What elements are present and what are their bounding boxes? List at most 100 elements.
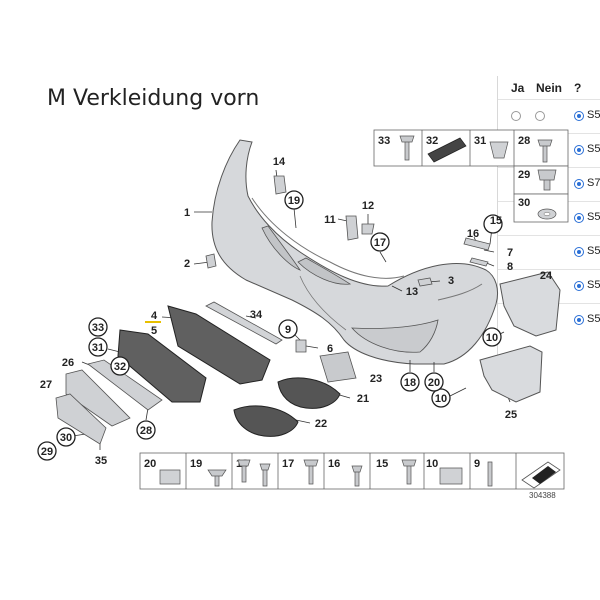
side-bracket[interactable] [479,345,543,403]
label-part-22: 22 [315,418,327,430]
radio-option-selected[interactable] [574,111,584,121]
option-row: S5 [498,269,600,304]
box-label-28: 28 [518,135,530,147]
label-part-34: 34 [250,309,263,321]
label-part-6: 6 [327,343,333,355]
label-part-24: 24 [540,270,553,282]
expansion-rivet-icon [207,469,227,487]
label-part-33: 33 [92,322,104,334]
lower-grille[interactable] [167,305,271,385]
fog-grille[interactable] [277,377,341,409]
trim-strip[interactable] [205,301,283,345]
clip-icon [489,141,509,159]
nut-clip-icon [439,467,463,485]
option-row: S5 [498,235,600,270]
screw-icon [399,135,415,161]
licence-plate-bracket[interactable] [87,359,163,411]
nut-clip-icon [159,469,181,485]
radio-ja[interactable] [511,111,521,121]
option-code: S5 [587,313,600,325]
label-part-13: 13 [406,286,418,298]
rivet-icon [259,463,271,487]
radio-option-selected[interactable] [574,247,584,257]
side-bracket[interactable] [499,271,561,337]
label-part-35: 35 [95,455,107,467]
radio-option-selected[interactable] [574,145,584,155]
box-label-31: 31 [474,135,486,147]
fastener-box-bottom: 20 19 18 17 16 15 10 9 [139,452,565,490]
label-part-8: 8 [507,261,513,273]
rivet-icon [351,465,363,487]
option-code: S5 [587,109,600,121]
box-label-19: 19 [190,458,202,470]
vent-bracket[interactable] [319,351,357,383]
column-ja: Ja [511,81,525,95]
label-part-20: 20 [428,377,440,389]
label-part-26: 26 [62,357,74,369]
label-part-23: 23 [370,373,382,385]
center-grille[interactable] [117,329,207,403]
label-part-7: 7 [507,247,513,259]
bolt-icon [537,169,557,191]
bracket-part[interactable] [361,223,375,235]
fog-grille[interactable] [233,405,299,437]
box-label-33: 33 [378,135,390,147]
label-part-17: 17 [374,237,386,249]
bracket-part[interactable] [463,237,491,251]
radio-option-selected[interactable] [574,213,584,223]
label-part-16: 16 [467,228,479,240]
box-label-30: 30 [518,197,530,209]
column-help: ? [574,81,582,95]
option-code: S5 [587,143,600,155]
label-part-5: 5 [151,325,157,337]
label-part-21: 21 [357,393,369,405]
option-code: S7 [587,177,600,189]
part-labels: 1 2 3 4 5 6 7 8 9 10 10 11 12 13 14 15 1… [40,156,553,467]
radio-option-selected[interactable] [574,281,584,291]
label-part-31: 31 [92,342,104,354]
radio-option-selected[interactable] [574,315,584,325]
label-part-9: 9 [285,324,291,336]
box-label-29: 29 [518,169,530,181]
bumper-cover[interactable] [211,139,499,365]
label-part-29: 29 [41,446,53,458]
bracket-part[interactable] [469,257,489,267]
bracket-part[interactable] [345,215,359,241]
reference-number: 304388 [529,491,556,500]
pin-icon [487,461,493,487]
arrow-icon-fill [532,466,556,484]
radio-option-selected[interactable] [574,179,584,189]
box-label-16: 16 [328,458,340,470]
bracket-part[interactable] [273,175,287,195]
licence-plate-bracket[interactable] [55,393,107,445]
cover-part[interactable] [205,253,217,269]
bracket-part[interactable] [295,339,307,353]
option-code: S5 [587,279,600,291]
radio-nein[interactable] [535,111,545,121]
label-part-11: 11 [324,214,336,226]
option-row: S5 [498,99,600,134]
box-label-32: 32 [426,135,438,147]
circle-labels [37,190,503,461]
label-part-10a: 10 [486,332,498,344]
cover-part[interactable] [417,277,433,287]
box-label-9: 9 [474,458,480,470]
label-part-27: 27 [40,379,52,391]
column-nein: Nein [536,81,563,95]
page-title: M Verkleidung vorn [47,86,260,111]
label-part-30: 30 [60,432,72,444]
box-label-17: 17 [282,458,294,470]
label-part-18: 18 [404,377,416,389]
label-part-10b: 10 [435,393,447,405]
screw-icon [303,459,319,485]
box-label-20: 20 [144,458,156,470]
screw-icon [537,139,553,163]
label-part-1: 1 [184,207,190,219]
label-part-3: 3 [448,275,454,287]
option-code: S5 [587,211,600,223]
box-label-10: 10 [426,458,438,470]
licence-plate-bracket[interactable] [65,369,131,427]
screw-icon [401,459,417,485]
label-part-15: 15 [490,215,502,227]
